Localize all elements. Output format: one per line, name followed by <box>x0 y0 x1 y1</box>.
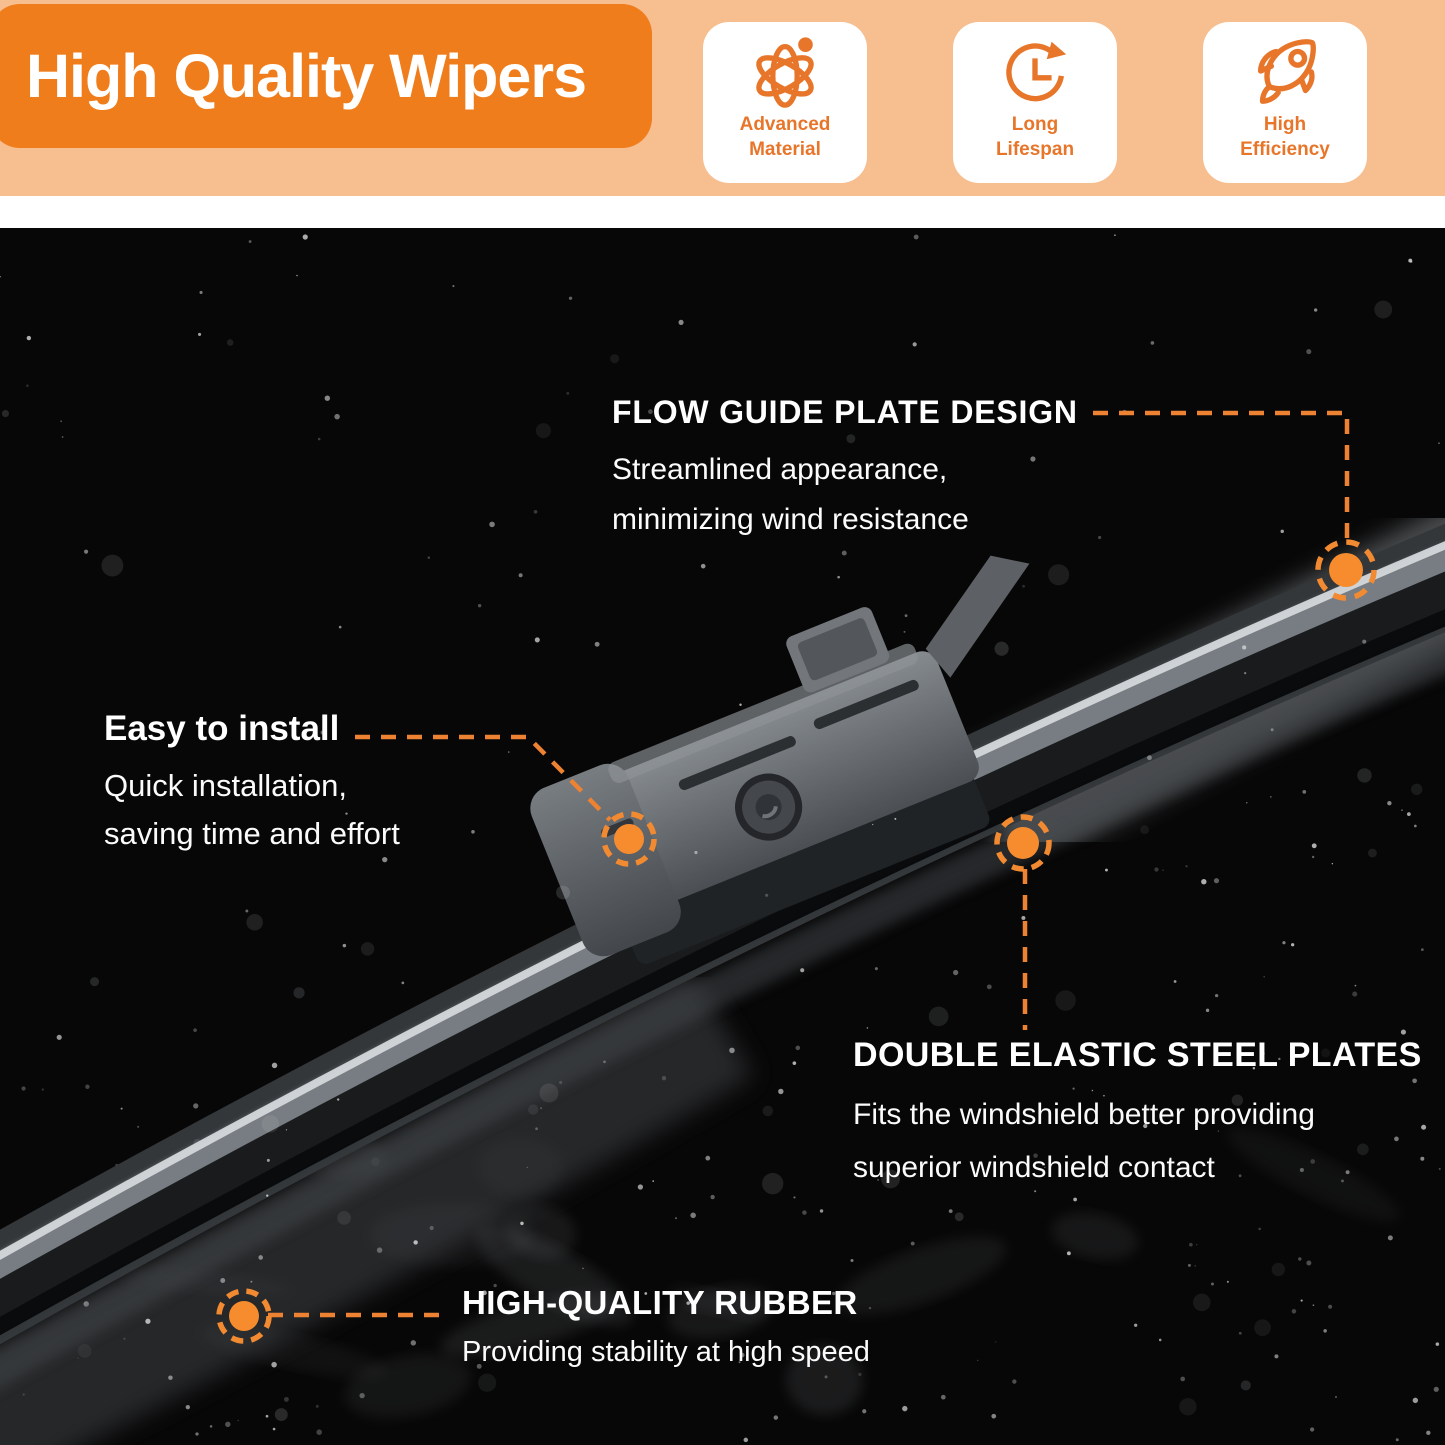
leader-flow-guide <box>1093 410 1350 538</box>
callout-rubber: HIGH-QUALITY RUBBER Providing stability … <box>462 1284 870 1368</box>
marker-rubber <box>216 1288 272 1344</box>
callout-title: DOUBLE ELASTIC STEEL PLATES <box>853 1036 1422 1074</box>
marker-steel-plates <box>994 814 1052 872</box>
callout-title: FLOW GUIDE PLATE DESIGN <box>612 394 1078 430</box>
marker-flow-guide <box>1315 539 1377 601</box>
leader-easy-install <box>355 734 612 822</box>
rocket-icon <box>1257 39 1316 104</box>
wiper-blade <box>0 519 1445 1445</box>
callout-leader-lines <box>268 410 1350 1318</box>
feature-card-advanced-material: Advanced Material <box>703 22 867 183</box>
wiper-connector <box>530 555 1030 964</box>
callout-title: HIGH-QUALITY RUBBER <box>462 1284 858 1321</box>
feature-card-high-efficiency: High Efficiency <box>1203 22 1367 183</box>
title-banner: High Quality Wipers <box>0 4 652 148</box>
feature-card-row: Advanced Material Long Lifespan <box>703 22 1367 183</box>
marker-easy-install <box>601 811 657 867</box>
feature-card-long-lifespan: Long Lifespan <box>953 22 1117 183</box>
feature-card-label: Long Lifespan <box>995 114 1075 161</box>
product-photo-area <box>0 228 1445 1445</box>
callout-markers <box>216 539 1377 1344</box>
page-title: High Quality Wipers <box>26 42 587 110</box>
callout-flow-guide: FLOW GUIDE PLATE DESIGN Streamlined appe… <box>612 394 1078 536</box>
callout-title: Easy to install <box>104 709 340 748</box>
callout-steel-plates: DOUBLE ELASTIC STEEL PLATES Fits the win… <box>853 1036 1422 1184</box>
wiper-photo-illustration <box>0 234 1445 1445</box>
feature-card-label: High Efficiency <box>1240 114 1330 161</box>
water-splash-texture-front <box>26 234 1427 1443</box>
clock-history-icon <box>1006 41 1067 102</box>
atom-icon <box>756 37 814 108</box>
callout-easy-install: Easy to install Quick installation, savi… <box>104 709 400 852</box>
feature-card-label: Advanced Material <box>739 114 831 161</box>
